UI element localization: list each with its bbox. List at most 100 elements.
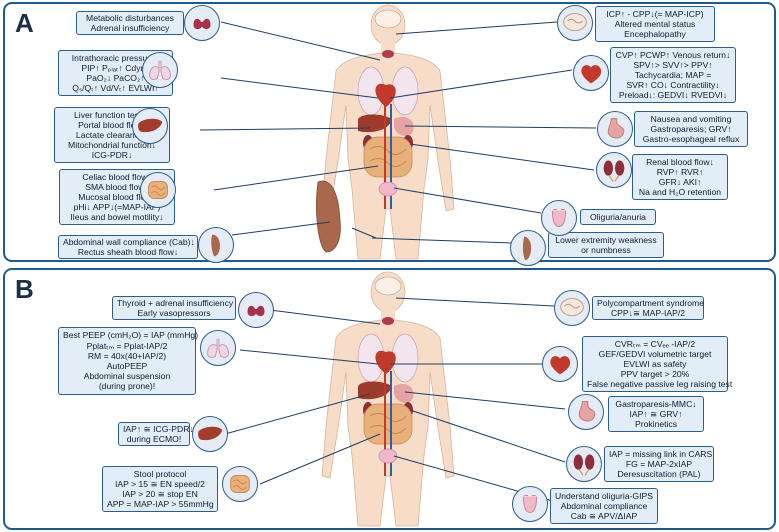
b-kidney-box: IAP = missing link in CARS FG = MAP-2xIA… bbox=[604, 446, 714, 482]
box-line: IAP = missing link in CARS bbox=[609, 448, 713, 459]
a-stomach-box: Nausea and vomiting Gastroparesis; GRV↑ … bbox=[634, 111, 748, 147]
box-line: SPV↑> SVV↑> PPV↑ bbox=[633, 59, 713, 70]
box-line: False negative passive leg raising test bbox=[587, 379, 733, 390]
box-line: PaO₂↓ PaCO₂↑ bbox=[86, 73, 145, 83]
box-line: SVR↑ CO↓ Contractility↓ bbox=[626, 80, 720, 91]
bladder-icon bbox=[512, 486, 548, 522]
box-line: CPP↓≅ MAP-IAP/2 bbox=[610, 308, 686, 318]
heart-icon bbox=[542, 346, 578, 382]
box-line: Adrenal insufficiency bbox=[90, 23, 170, 33]
a-heart-box: CVP↑ PCWP↑ Venous return↓ SPV↑> SVV↑> PP… bbox=[610, 47, 736, 103]
box-line: Gastroparesis-MMC↓ bbox=[615, 398, 697, 409]
box-line: Nausea and vomiting bbox=[650, 113, 732, 124]
b-brain-box: Polycompartment syndrome CPP↓≅ MAP-IAP/2 bbox=[592, 296, 704, 320]
box-line: Renal blood flow↓ bbox=[646, 156, 714, 167]
liver-icon bbox=[132, 108, 168, 144]
box-line: Tachycardia; MAP = bbox=[634, 69, 712, 80]
panel-label: A bbox=[15, 8, 34, 38]
box-line: Lactate clearance↓ bbox=[75, 129, 149, 140]
box-line: ICG-PDR↓ bbox=[91, 150, 133, 161]
a-kidney-box: Renal blood flow↓ RVP↑ RVR↑ GFR↓ AKI↑ Na… bbox=[632, 154, 728, 200]
box-line: Qₛ/Qₜ↑ Vd/Vₜ↑ EVLWI↑ bbox=[72, 83, 159, 94]
box-line: FG = MAP-2xIAP bbox=[625, 458, 693, 469]
a-abdominal-wall-box: Abdominal wall compliance (Cab)↓ Rectus … bbox=[58, 235, 198, 259]
thyroid-icon bbox=[238, 292, 274, 328]
box-line: AutoPEEP bbox=[106, 361, 148, 371]
box-line: Abdominal compliance bbox=[560, 500, 648, 511]
box-line: Oliguria/anuria bbox=[590, 211, 646, 222]
box-line: PPV target > 20% bbox=[620, 369, 690, 380]
box-line: Metabolic disturbances bbox=[86, 12, 174, 23]
brain-icon bbox=[554, 290, 590, 326]
box-line: IAP↑ ≅ GRV↑ bbox=[629, 408, 683, 419]
box-line: Lower extremity weakness bbox=[555, 234, 657, 245]
box-line: ICP↑ - CPP↓(= MAP-ICP) bbox=[606, 8, 704, 19]
box-line: Early vasopressors bbox=[137, 308, 211, 318]
a-leg-box: Lower extremity weakness or numbness bbox=[548, 232, 664, 258]
connectors-a bbox=[199, 21, 597, 244]
a-brain-box: ICP↑ - CPP↓(= MAP-ICP) Altered mental st… bbox=[595, 6, 715, 42]
box-line: Understand oliguria-GIPS bbox=[555, 490, 653, 501]
b-bladder-box: Understand oliguria-GIPS Abdominal compl… bbox=[550, 488, 658, 524]
b-heart-box: CVRₜₘ = CVₑₑ -IAP/2 GEF/GEDVI volumetric… bbox=[582, 336, 733, 392]
box-line: SMA blood flow↓ bbox=[85, 181, 149, 192]
thyroid-icon bbox=[184, 5, 220, 41]
box-line: (during prone)! bbox=[98, 381, 156, 392]
box-line: Intrathoracic pressure↑ bbox=[71, 52, 160, 63]
stomach-icon bbox=[597, 111, 633, 147]
box-line: RVP↑ RVR↑ bbox=[656, 166, 704, 177]
box-line: Ileus and bowel motility↓ bbox=[70, 212, 164, 223]
b-gut-box: Stool protocol IAP > 15 ≅ EN speed/2 IAP… bbox=[102, 466, 218, 512]
box-line: Gastroparesis; GRV↑ bbox=[650, 123, 732, 134]
brain-icon bbox=[557, 5, 593, 41]
b-liver-box: IAP↑ ≅ ICG-PDR↓ during ECMO! bbox=[118, 422, 194, 446]
box-line: PIP↑ Pₚₗₐₜ↑ Cdyn↓ bbox=[81, 62, 150, 73]
body-figure-a bbox=[321, 4, 455, 260]
box-line: Deresuscitation (PAL) bbox=[617, 469, 701, 480]
kidneys-icon bbox=[596, 152, 632, 188]
box-line: RM = 40x(40+IAP/2) bbox=[87, 350, 167, 361]
b-stomach-box: Gastroparesis-MMC↓ IAP↑ ≅ GRV↑ Prokineti… bbox=[608, 396, 704, 432]
box-line: Cab ≅ APV/ΔIAP bbox=[570, 511, 638, 522]
box-line: Prokinetics bbox=[634, 419, 678, 430]
box-line: Liver function tests↑ bbox=[74, 109, 150, 120]
box-line: Preload↓: GEDVI↓ RVEDVI↓ bbox=[618, 90, 728, 101]
box-line: IAP↑ ≅ ICG-PDR↓ bbox=[123, 423, 194, 434]
box-line: Mucosal blood flow↓ bbox=[78, 191, 156, 202]
box-line: Pplatₜₘ = Pplat-IAP/2 bbox=[86, 340, 168, 351]
box-line: CVRₜₘ = CVₑₑ -IAP/2 bbox=[614, 338, 696, 349]
a-bladder-box: Oliguria/anuria bbox=[580, 209, 656, 225]
box-line: Portal blood flow↓ bbox=[78, 119, 146, 130]
bladder-icon bbox=[541, 200, 577, 236]
b-endocrine-box: Thyroid + adrenal insufficiency Early va… bbox=[112, 296, 236, 320]
lungs-icon bbox=[200, 330, 236, 366]
b-lungs-box: Best PEEP (cmH₂O) = IAP (mmHg) Pplatₜₘ =… bbox=[58, 327, 199, 395]
panel-label: B bbox=[15, 274, 34, 304]
box-line: APP = MAP-IAP > 55mmHg bbox=[107, 499, 214, 510]
box-line: Abdominal suspension bbox=[83, 371, 171, 382]
box-line: GEF/GEDVI volumetric target bbox=[598, 348, 712, 359]
box-line: IAP > 20 ≅ stop EN bbox=[122, 489, 198, 499]
body-figure-b bbox=[321, 271, 455, 527]
box-line: Gastro-esophageal reflux bbox=[642, 134, 740, 145]
box-line: Mitochondrial function↓ bbox=[68, 140, 156, 151]
box-line: Celiac blood flow↓ bbox=[82, 171, 152, 182]
heart-icon bbox=[573, 55, 609, 91]
lungs-icon bbox=[142, 52, 178, 88]
box-line: pHi↓ APP↓(=MAP-IAP) bbox=[73, 202, 161, 213]
box-line: CVP↑ PCWP↑ Venous return↓ bbox=[615, 49, 731, 60]
box-line: Thyroid + adrenal insufficiency bbox=[117, 297, 234, 308]
box-line: Na and H₂O retention bbox=[638, 187, 722, 198]
leg-icon bbox=[510, 230, 546, 266]
box-line: Best PEEP (cmH₂O) = IAP (mmHg) bbox=[63, 330, 199, 341]
muscle-icon bbox=[198, 227, 234, 263]
a-endocrine-box: Metabolic disturbances Adrenal insuffici… bbox=[76, 11, 184, 35]
box-line: Altered mental status bbox=[614, 18, 696, 29]
box-line: Abdominal wall compliance (Cab)↓ bbox=[63, 236, 195, 247]
box-line: GFR↓ AKI↑ bbox=[658, 177, 702, 187]
leg-muscle bbox=[316, 180, 341, 253]
stomach-icon bbox=[568, 394, 604, 430]
box-line: EVLWI as safety bbox=[623, 358, 687, 369]
intestine-icon bbox=[140, 172, 176, 208]
